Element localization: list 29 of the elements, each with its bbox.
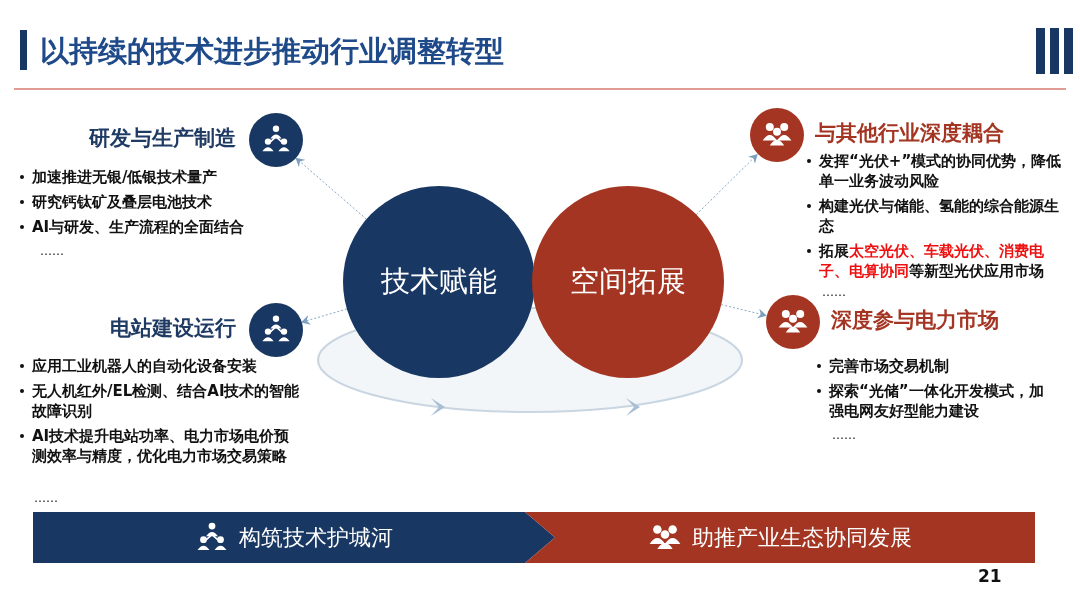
- topic-circle: 技术赋能: [343, 186, 535, 378]
- bullet-text: 发挥“光伏+”模式的协同优势，降低单一业务波动风险: [819, 152, 1062, 190]
- bullet-text: 构建光伏与储能、氢能的综合能源生态: [819, 197, 1059, 235]
- ellipsis-text: ……: [832, 428, 856, 442]
- bullet-text: 加速推进无银/低银技术量产: [32, 168, 218, 186]
- arrow: [695, 153, 758, 216]
- bullet-text: AI技术提升电站功率、电力市场电价预测效率与精度，优化电力市场交易策略: [32, 427, 290, 465]
- arrow: [300, 308, 348, 325]
- bullet-text: 拓展太空光伏、车载光伏、消费电子、电算协同等新型光伏应用市场: [819, 242, 1044, 280]
- section-heading: 与其他行业深度耦合: [815, 120, 1004, 147]
- bullet-text: 完善市场交易机制: [829, 357, 949, 375]
- ellipsis-text: ……: [34, 491, 58, 505]
- page-number: 21: [978, 566, 1002, 586]
- slide-title: 以持续的技术进步推动行业调整转型: [40, 33, 504, 70]
- bullet-text: 探索“光储”一体化开发模式，加强电网友好型能力建设: [829, 382, 1044, 420]
- section-heading: 研发与生产制造: [89, 125, 236, 152]
- ellipsis-text: ……: [40, 244, 64, 258]
- bullet-text: 研究钙钛矿及叠层电池技术: [32, 193, 212, 211]
- bullet-text: 无人机红外/EL检测、结合AI技术的智能故障识别: [32, 382, 300, 420]
- banner-label: 助推产业生态协同发展: [692, 523, 912, 552]
- banner-label: 构筑技术护城河: [239, 523, 393, 552]
- bullet-text: AI与研发、生产流程的全面结合: [32, 218, 245, 236]
- topic-circle: 空间拓展: [532, 186, 724, 378]
- bullet-text: 应用工业机器人的自动化设备安装: [32, 357, 257, 375]
- section-heading: 深度参与电力市场: [831, 307, 999, 334]
- arrow: [295, 157, 367, 220]
- arrow: [720, 304, 767, 319]
- section-heading: 电站建设运行: [110, 315, 236, 342]
- ellipsis-text: ……: [822, 285, 846, 299]
